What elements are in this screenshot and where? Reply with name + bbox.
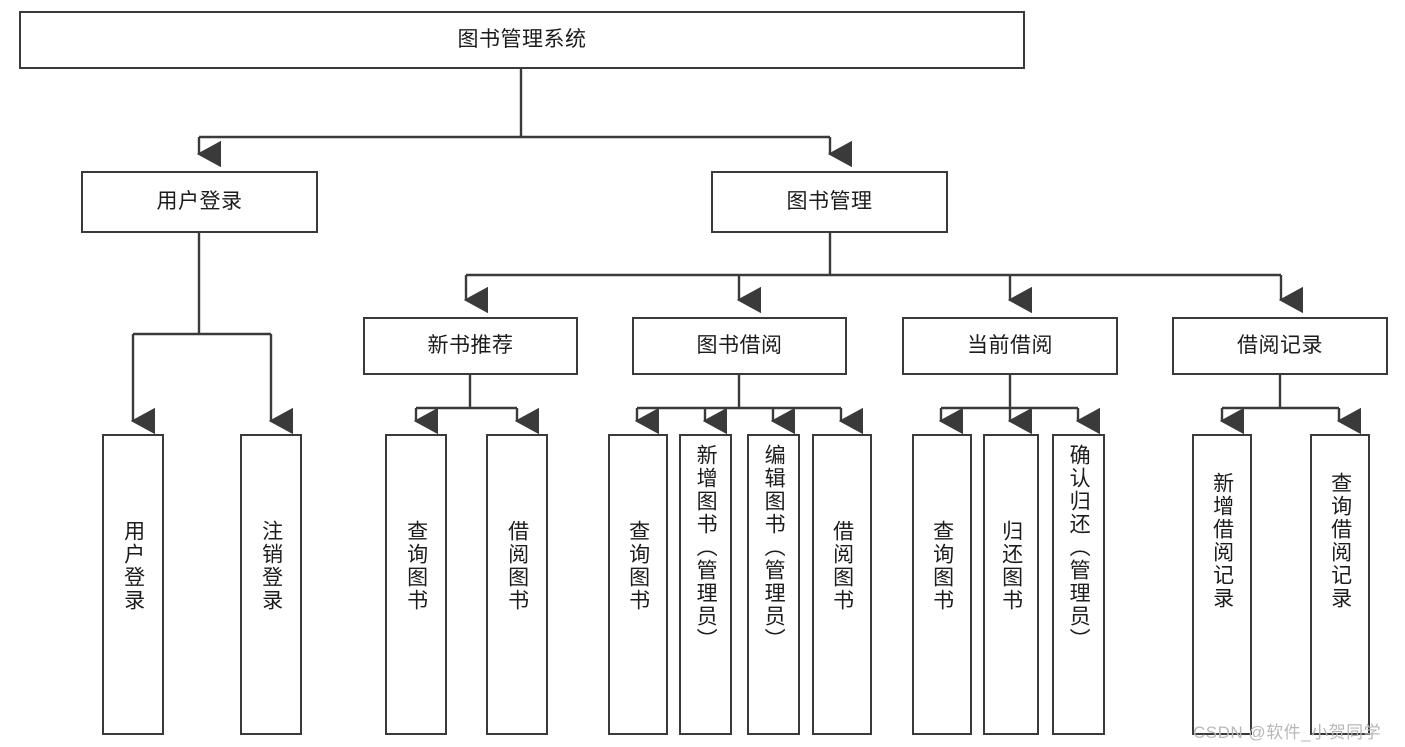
node-borrow-record-label: 借阅记录 (1237, 333, 1323, 357)
leaf-edit-book[interactable]: 编辑图书（管理员） (747, 434, 800, 735)
node-book-borrow-label: 图书借阅 (696, 333, 783, 357)
leaf-user-login-label: 用户登录 (121, 520, 145, 612)
leaf-user-login[interactable]: 用户登录 (102, 434, 164, 735)
node-current-borrow-label: 当前借阅 (967, 333, 1053, 357)
leaf-return-book[interactable]: 归还图书 (983, 434, 1039, 735)
leaf-query-book-3-label: 查询图书 (930, 520, 954, 612)
leaf-query-book-3[interactable]: 查询图书 (912, 434, 972, 735)
leaf-query-record-label: 查询借阅记录 (1328, 472, 1352, 610)
leaf-borrow-book-1[interactable]: 借阅图书 (486, 434, 548, 735)
leaf-confirm-return[interactable]: 确认归还（管理员） (1052, 434, 1105, 735)
leaf-add-record-label: 新增借阅记录 (1210, 472, 1234, 610)
leaf-borrow-book-2[interactable]: 借阅图书 (812, 434, 872, 735)
leaf-add-record[interactable]: 新增借阅记录 (1192, 434, 1252, 735)
leaf-query-book-1[interactable]: 查询图书 (385, 434, 447, 735)
node-user-login[interactable]: 用户登录 (81, 171, 318, 233)
node-borrow-record[interactable]: 借阅记录 (1172, 317, 1388, 375)
node-root-label: 图书管理系统 (457, 27, 587, 51)
leaf-confirm-return-label: 确认归还（管理员） (1067, 444, 1091, 651)
leaf-borrow-book-1-label: 借阅图书 (505, 520, 529, 612)
node-book-borrow[interactable]: 图书借阅 (632, 317, 847, 375)
leaf-query-record[interactable]: 查询借阅记录 (1310, 434, 1370, 735)
leaf-return-book-label: 归还图书 (999, 520, 1023, 612)
leaf-query-book-2[interactable]: 查询图书 (608, 434, 668, 735)
csdn-watermark: CSDN @软件_小贺同学 (1193, 723, 1382, 742)
node-current-borrow[interactable]: 当前借阅 (902, 317, 1118, 375)
leaf-logout-login-label: 注销登录 (259, 520, 283, 612)
leaf-query-book-2-label: 查询图书 (626, 520, 650, 612)
leaf-add-book-label: 新增图书（管理员） (694, 444, 718, 651)
node-book-management-label: 图书管理 (786, 189, 873, 213)
node-user-login-label: 用户登录 (156, 189, 243, 213)
leaf-add-book[interactable]: 新增图书（管理员） (679, 434, 732, 735)
leaf-logout-login[interactable]: 注销登录 (240, 434, 302, 735)
leaf-borrow-book-2-label: 借阅图书 (830, 520, 854, 612)
node-book-management[interactable]: 图书管理 (711, 171, 948, 233)
leaf-edit-book-label: 编辑图书（管理员） (762, 444, 786, 651)
node-new-book-recommend-label: 新书推荐 (427, 333, 514, 357)
leaf-query-book-1-label: 查询图书 (404, 520, 428, 612)
node-new-book-recommend[interactable]: 新书推荐 (363, 317, 578, 375)
node-root[interactable]: 图书管理系统 (19, 11, 1025, 69)
